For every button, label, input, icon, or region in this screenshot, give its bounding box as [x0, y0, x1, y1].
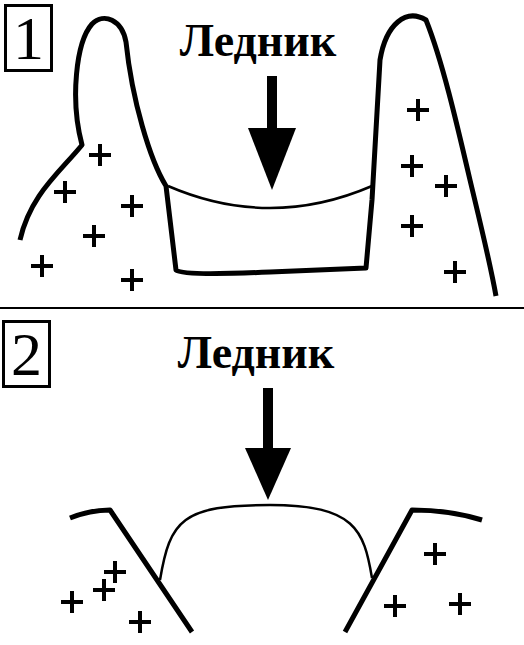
panel-number: 2: [2, 320, 51, 388]
rock-signs: [61, 543, 471, 633]
glacier-surface: [168, 186, 372, 208]
panel-number: 1: [4, 4, 53, 72]
v-valley-right: [345, 510, 482, 632]
glacier-label: Ледник: [180, 18, 337, 64]
divider: [0, 307, 524, 309]
rock-signs: [31, 99, 466, 291]
v-valley-left: [70, 510, 192, 632]
arrow: [248, 76, 296, 190]
glacier-label: Ледник: [178, 330, 335, 376]
glacier-surface: [160, 505, 372, 580]
u-valley-outline: [20, 16, 496, 296]
arrow: [245, 388, 291, 500]
